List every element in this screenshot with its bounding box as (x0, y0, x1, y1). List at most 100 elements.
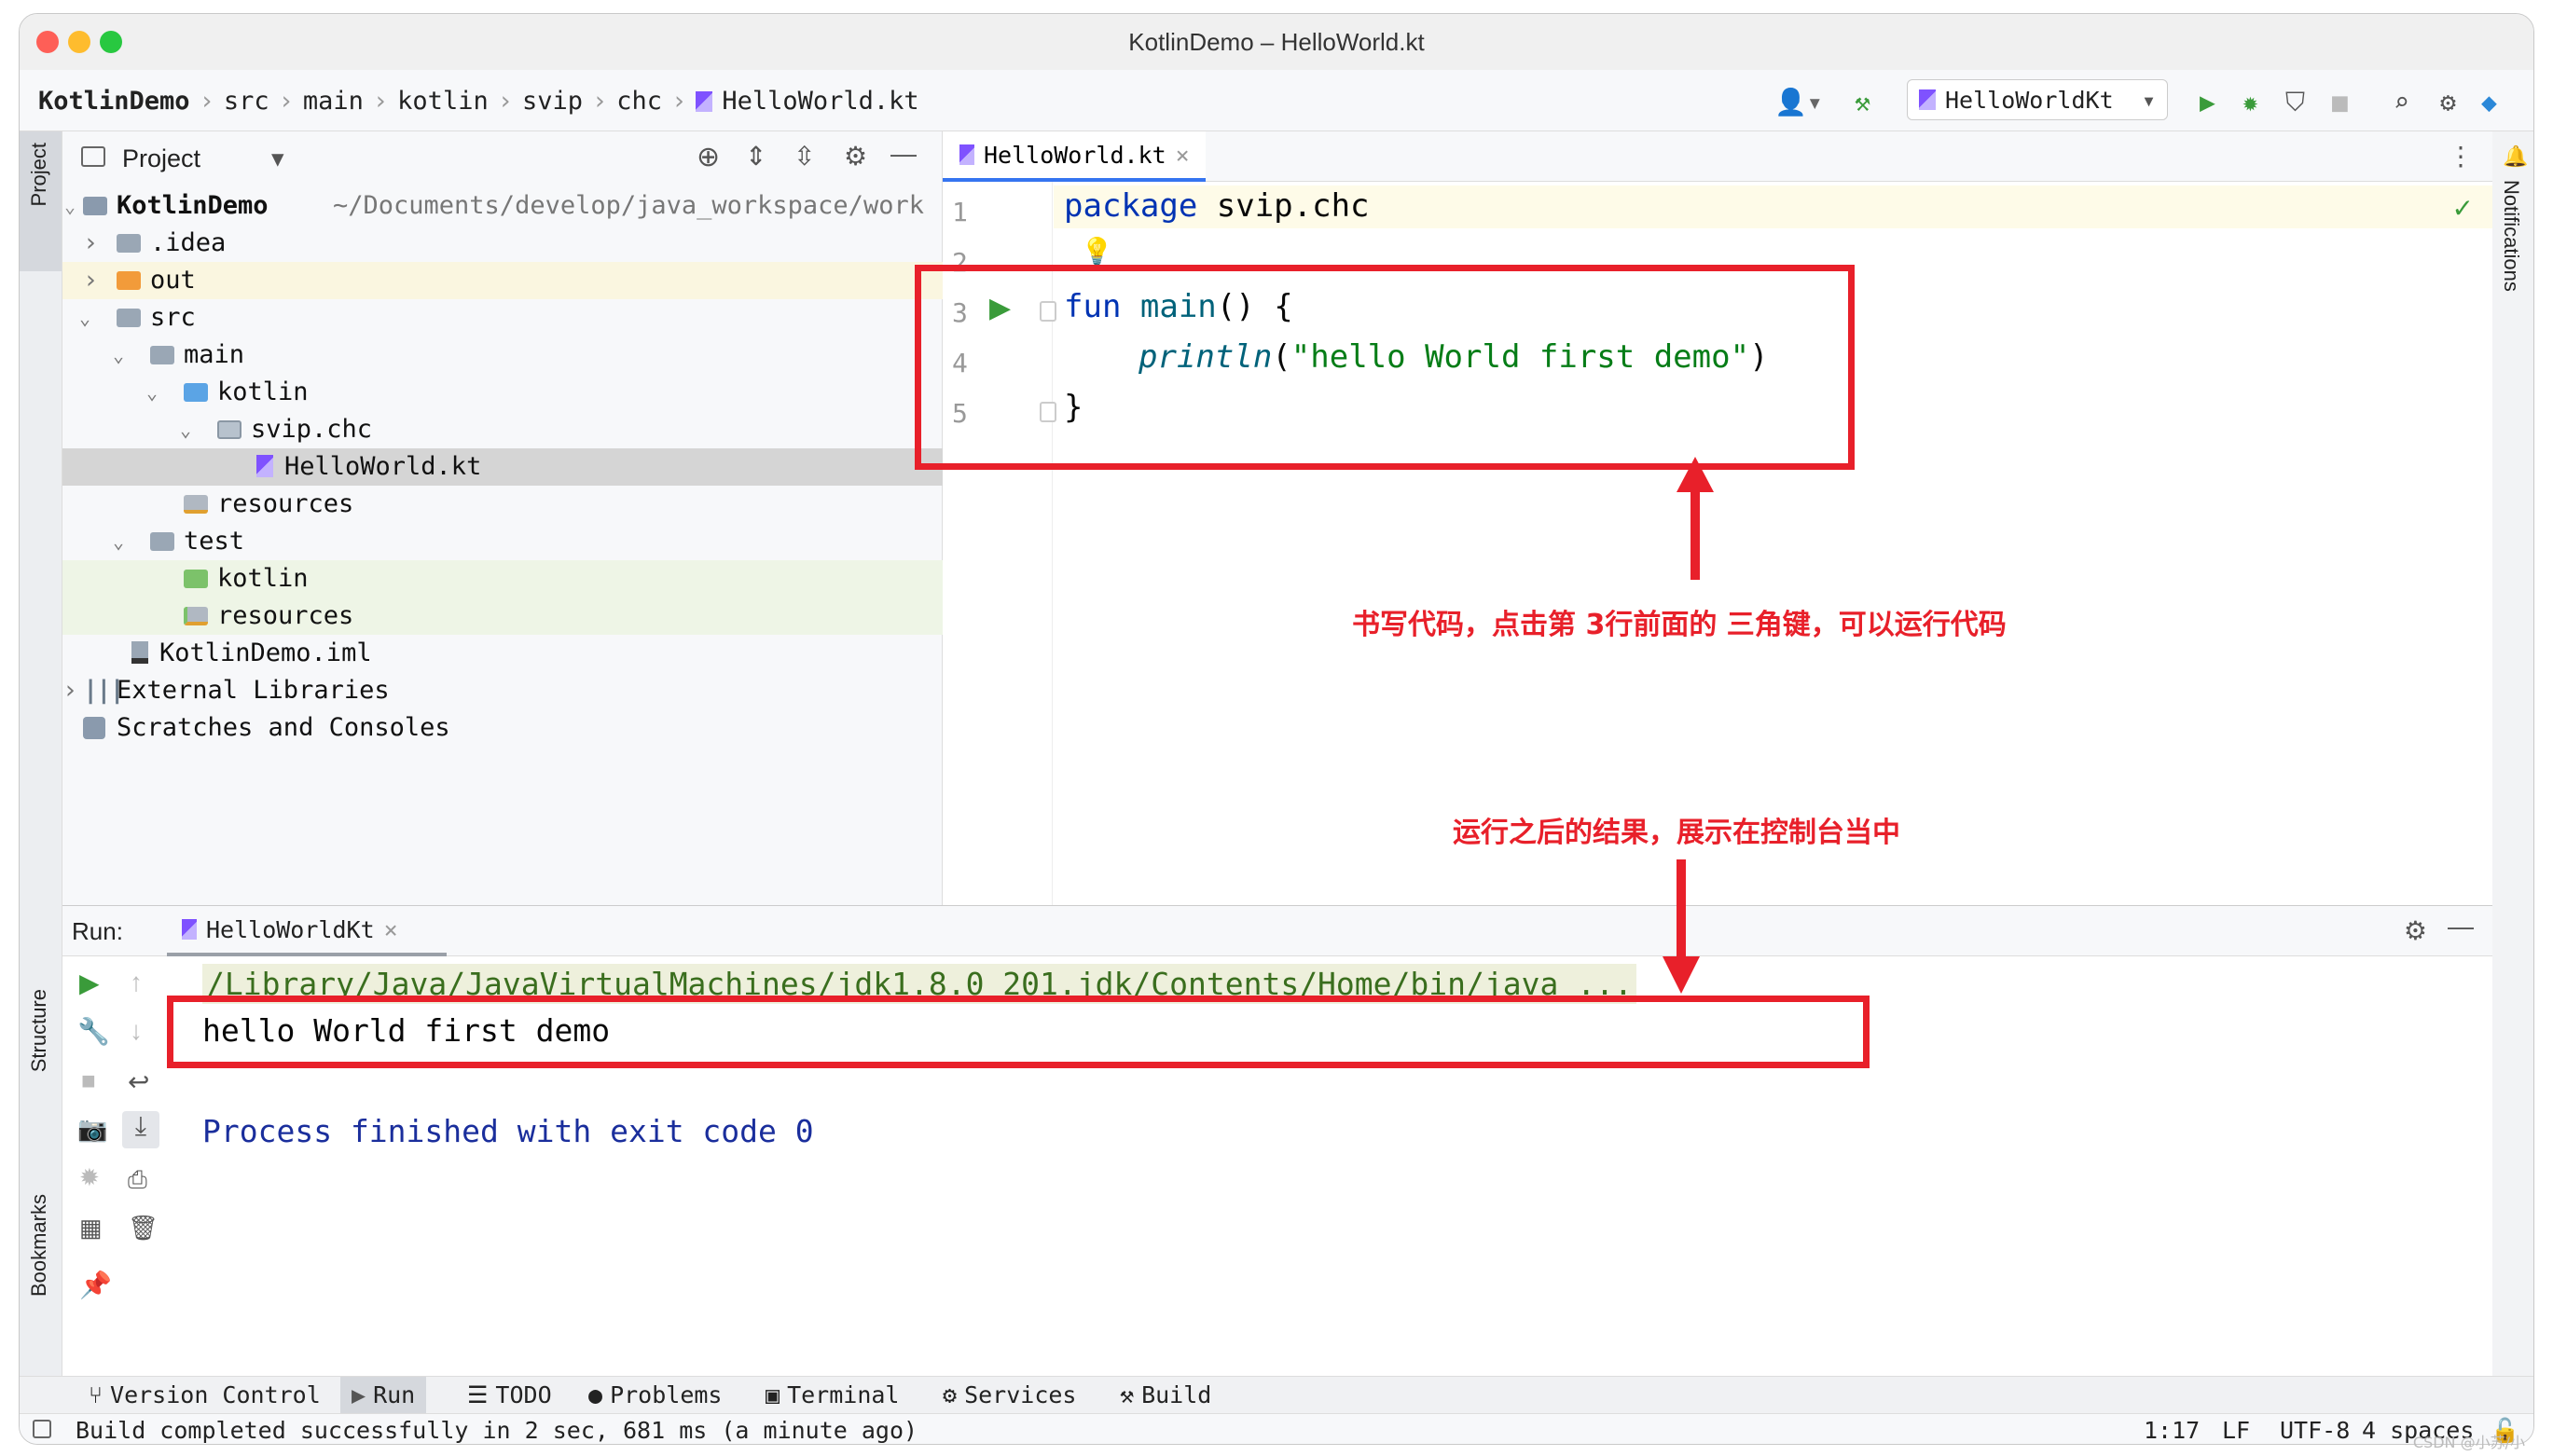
tree-item-test-kotlin[interactable]: kotlin (62, 560, 943, 598)
tree-item-out[interactable]: › out (62, 262, 943, 299)
tab-problems[interactable]: ●Problems (588, 1377, 722, 1414)
tree-item-scratches[interactable]: Scratches and Consoles (62, 709, 943, 747)
kotlin-file-icon (256, 455, 273, 477)
gear-icon[interactable]: ⚙ (2440, 87, 2456, 117)
bookmarks-tool-button[interactable]: Bookmarks (27, 1194, 50, 1298)
breadcrumb-item-src[interactable]: src (223, 87, 269, 116)
tree-item-file-selected[interactable]: HelloWorld.kt (62, 448, 943, 486)
more-options-icon[interactable]: ⋮ (2448, 142, 2474, 171)
fold-icon[interactable] (1040, 301, 1056, 322)
layout-icon[interactable]: ▦ (79, 1214, 103, 1242)
breadcrumb-item-svip[interactable]: svip (521, 87, 584, 116)
arrow-down-icon[interactable]: ↓ (130, 1016, 143, 1045)
code-line-4[interactable]: println("hello World first demo") (1138, 338, 1769, 376)
project-panel-title[interactable]: Project (122, 144, 201, 172)
fold-icon[interactable] (1040, 402, 1056, 422)
tree-item-resources[interactable]: resources (62, 486, 943, 523)
expand-all-icon[interactable]: ⇕ (745, 142, 767, 171)
bell-icon[interactable]: 🔔 (2503, 144, 2529, 168)
breadcrumb-item-project[interactable]: KotlinDemo (38, 87, 190, 116)
rerun-icon[interactable]: ▶ (79, 968, 100, 997)
tree-item-idea[interactable]: › .idea (62, 225, 943, 262)
editor-tab-bar: HelloWorld.kt × ⋮ (943, 131, 2492, 182)
breadcrumb-item-file[interactable]: HelloWorld.kt (722, 87, 919, 116)
run-tab-helloworldkt[interactable]: HelloWorldKt × (167, 906, 447, 956)
plugin-logo-icon[interactable]: ◆ (2481, 87, 2497, 117)
structure-tool-button[interactable]: Structure (27, 989, 50, 1073)
close-tab-icon[interactable]: × (383, 915, 398, 943)
editor-tab-helloworld[interactable]: HelloWorld.kt × (943, 131, 1206, 182)
breadcrumb-item-main[interactable]: main (302, 87, 364, 116)
close-tab-icon[interactable]: × (1175, 141, 1190, 169)
tool-windows-icon[interactable] (33, 1420, 51, 1438)
tab-todo[interactable]: ☰TODO (467, 1377, 552, 1414)
console-output-line[interactable]: hello World first demo (202, 1012, 611, 1049)
tree-item-root[interactable]: ⌄ KotlinDemo ~/Documents/develop/java_wo… (62, 187, 943, 225)
code-highlight-box (915, 265, 1855, 470)
search-icon[interactable]: ⌕ (2394, 87, 2409, 117)
run-configuration-selector[interactable]: HelloWorldKt ▾ (1907, 79, 2168, 120)
tree-item-package[interactable]: ⌄ svip.chc (62, 411, 943, 448)
folder-icon (117, 309, 141, 327)
tree-item-test-resources[interactable]: resources (62, 598, 943, 635)
tree-item-label: kotlin (217, 564, 309, 593)
notifications-tool-button[interactable]: Notifications (2500, 180, 2523, 292)
file-encoding[interactable]: UTF-8 (2280, 1417, 2351, 1444)
zoom-window-button[interactable] (100, 31, 122, 53)
trash-icon[interactable]: 🗑 (128, 1214, 159, 1242)
tree-item-external-libraries[interactable]: › ||| External Libraries (62, 672, 943, 709)
tab-services[interactable]: ⚙Services (943, 1377, 1076, 1414)
tree-item-test[interactable]: ⌄ test (62, 523, 943, 560)
tree-item-main[interactable]: ⌄ main (62, 337, 943, 374)
hide-panel-icon[interactable]: — (890, 139, 917, 168)
stop-icon[interactable]: ■ (2332, 87, 2348, 117)
arrow-up-icon[interactable]: ↑ (130, 968, 143, 996)
lightbulb-icon[interactable]: 💡 (1081, 237, 1113, 266)
excluded-folder-icon (117, 271, 141, 290)
debug-bug-icon[interactable]: ✹ (2242, 87, 2258, 117)
indent-setting[interactable]: 4 spaces (2362, 1417, 2475, 1444)
run-gutter-icon[interactable]: ▶ (989, 293, 1012, 323)
tab-terminal[interactable]: ▣Terminal (766, 1377, 899, 1414)
debug-bug-icon[interactable]: ✹ (79, 1163, 100, 1191)
close-window-button[interactable] (36, 31, 59, 53)
breadcrumb-item-chc[interactable]: chc (616, 87, 663, 116)
caret-position[interactable]: 1:17 (2144, 1417, 2201, 1444)
tree-item-src[interactable]: ⌄ src (62, 299, 943, 337)
stop-icon[interactable]: ■ (81, 1066, 96, 1094)
lock-icon[interactable]: 🔓 (2491, 1417, 2520, 1444)
soft-wrap-icon[interactable]: ↩ (128, 1067, 150, 1096)
inspection-ok-icon[interactable]: ✓ (2451, 194, 2474, 223)
pin-icon[interactable]: 📌 (79, 1271, 112, 1299)
line-separator[interactable]: LF (2222, 1417, 2251, 1444)
run-icon[interactable]: ▶ (2200, 87, 2215, 117)
camera-icon[interactable]: 📷 (77, 1115, 108, 1143)
build-hammer-icon[interactable]: ⚒ (1855, 87, 1870, 117)
account-icon[interactable]: 👤▾ (1774, 87, 1823, 117)
hide-panel-icon[interactable]: — (2448, 912, 2474, 941)
code-line-5[interactable]: } (1064, 389, 1083, 426)
code-token: fun (1064, 288, 1122, 325)
breadcrumb-item-kotlin[interactable]: kotlin (397, 87, 489, 116)
chevron-right-icon: › (372, 87, 389, 116)
chevron-down-icon[interactable]: ▾ (271, 144, 284, 172)
tree-item-kotlin[interactable]: ⌄ kotlin (62, 374, 943, 411)
code-line-3[interactable]: fun main() { (1064, 288, 1293, 325)
tree-item-iml[interactable]: KotlinDemo.iml (62, 635, 943, 672)
console-exit-line[interactable]: Process finished with exit code 0 (202, 1113, 814, 1149)
minimize-window-button[interactable] (68, 31, 90, 53)
tab-run[interactable]: ▶Run (340, 1377, 427, 1414)
tab-build[interactable]: ⚒Build (1120, 1377, 1211, 1414)
status-message[interactable]: Build completed successfully in 2 sec, 6… (76, 1417, 918, 1444)
gear-icon[interactable]: ⚙ (844, 142, 868, 171)
collapse-all-icon[interactable]: ⇳ (794, 142, 816, 171)
wrench-icon[interactable]: 🔧 (77, 1017, 110, 1046)
gear-icon[interactable]: ⚙ (2403, 916, 2427, 945)
code-line-1[interactable]: package svip.chc (1064, 187, 1370, 225)
coverage-icon[interactable]: ⛉ (2285, 87, 2306, 117)
locate-target-icon[interactable]: ⊕ (697, 142, 721, 172)
tab-version-control[interactable]: ⑂Version Control (89, 1377, 321, 1414)
scroll-to-end-icon[interactable]: ⤓ (122, 1111, 159, 1148)
print-icon[interactable]: ⎙ (128, 1165, 147, 1193)
project-tool-button[interactable]: Project (20, 131, 62, 271)
